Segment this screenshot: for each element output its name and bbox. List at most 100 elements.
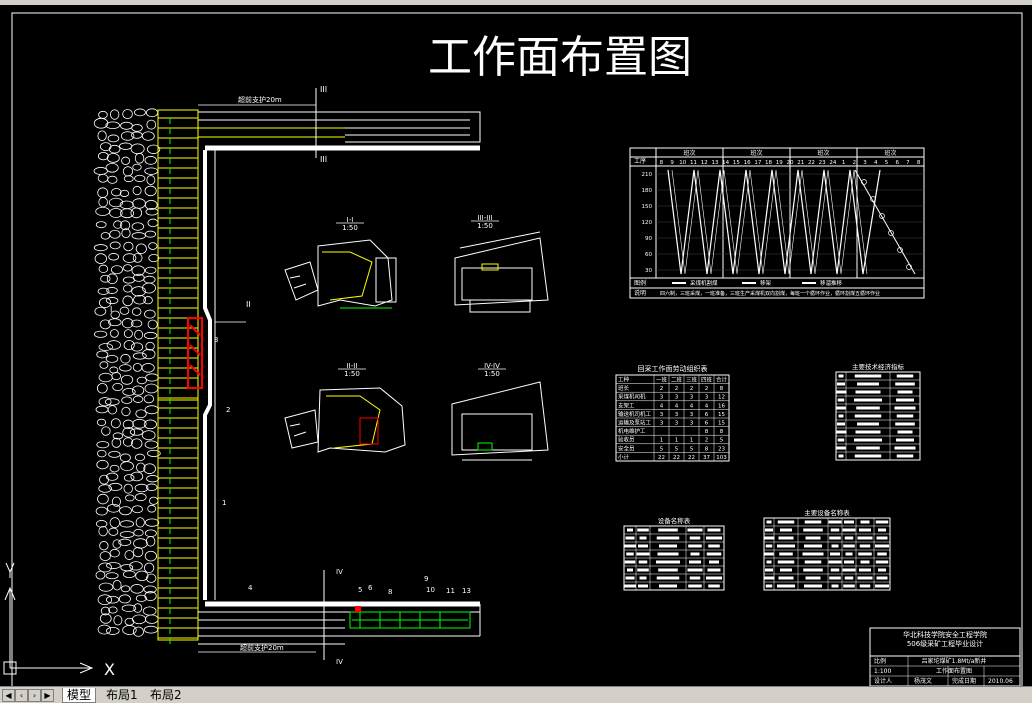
main-equip-table-cell-bar (877, 552, 887, 556)
rock-hatch (93, 108, 161, 637)
rock-pebble (106, 472, 119, 481)
rock-pebble (133, 294, 147, 305)
tech-table-cell-bar (854, 438, 882, 442)
prev-tab-button[interactable]: ‹ (15, 689, 28, 702)
labor-cell: 8 (705, 429, 709, 435)
next-tab-button[interactable]: › (28, 689, 41, 702)
cycle-hour-label: 3 (863, 160, 867, 166)
title-block-scale-value: 1:100 (874, 668, 891, 675)
rock-pebble (108, 318, 122, 327)
rock-pebble (109, 229, 121, 239)
rock-pebble (143, 463, 156, 474)
cycle-shift-label: 班次 (884, 149, 896, 157)
labor-cell: 6 (705, 412, 709, 418)
cycle-shift-label: 班次 (817, 149, 829, 157)
cycle-hour-label: 17 (754, 160, 761, 166)
equip-table-cell-bar (658, 568, 678, 572)
cycle-trace-secondary (671, 169, 868, 275)
drawing-canvas[interactable]: 工作面布置图 III III 超前支护20m IV IV 超前支护20 (0, 5, 1032, 686)
rock-pebble (112, 382, 124, 392)
rock-pebble (112, 579, 122, 591)
labor-cell: 22 (658, 455, 665, 461)
rock-pebble (145, 108, 159, 118)
rock-pebble (109, 207, 123, 218)
tech-table-cell-bar (854, 414, 882, 418)
tab-layout1[interactable]: 布局1 (106, 688, 138, 702)
cycle-hour-label: 10 (679, 160, 686, 166)
rock-pebble (97, 152, 109, 161)
rock-pebble (141, 430, 156, 441)
tech-table-cell-bar (838, 374, 844, 378)
rock-pebble (100, 274, 111, 283)
rock-pebble (146, 573, 157, 583)
rock-pebble (121, 228, 131, 239)
cycle-y-tick: 90 (645, 236, 652, 242)
rock-pebble (136, 462, 146, 473)
rock-pebble (98, 297, 112, 308)
rock-pebble (132, 418, 147, 429)
first-tab-button[interactable]: ◀ (2, 689, 15, 702)
last-tab-button[interactable]: ▶ (41, 689, 54, 702)
tech-table-cell-bar (894, 446, 916, 450)
window-top-strip (0, 0, 1032, 5)
rock-pebble (146, 144, 161, 154)
main-equip-table-cell-bar (804, 544, 822, 548)
equip-table-cell-bar (626, 552, 634, 556)
main-equip-table-cell-bar (828, 560, 842, 564)
main-equip-table-cell-bar (777, 544, 795, 548)
equip-table-cell-bar (658, 528, 678, 532)
equip-table-cell-bar (656, 576, 680, 580)
tech-table-cell-bar (896, 374, 914, 378)
rock-pebble (99, 474, 110, 485)
cycle-note-label: 说明 (634, 289, 646, 297)
title-block-design-label: 设计人 (874, 677, 892, 685)
layout-tab-bar: ◀ ‹ › ▶ 模型 布局1 布局2 (0, 686, 1032, 703)
cycle-shift-label: 班次 (750, 149, 762, 157)
rock-pebble (96, 383, 108, 394)
rock-pebble (93, 330, 108, 338)
main-equip-table-cell-bar (763, 536, 775, 540)
equip-table-cell-bar (624, 560, 636, 564)
rock-pebble (134, 108, 146, 117)
rock-pebble (149, 496, 159, 505)
rock-pebble (98, 484, 112, 493)
main-equip-table-cell-bar (764, 552, 774, 556)
tech-table-cell-bar (855, 430, 881, 434)
labor-cell: 3 (690, 421, 694, 427)
rock-pebble (143, 296, 153, 305)
rock-pebble (146, 119, 157, 130)
cycle-trace-repair (854, 169, 916, 275)
rock-pebble (95, 570, 106, 580)
rock-pebble (130, 342, 144, 352)
section-coal (284, 409, 319, 449)
rock-pebble (146, 475, 160, 483)
rock-pebble (107, 134, 120, 143)
rock-pebble (144, 562, 155, 574)
equip-table-cell-bar (690, 552, 700, 556)
section-i-drawing (284, 239, 397, 309)
rock-pebble (106, 287, 118, 294)
main-equip-table-cell-bar (875, 584, 889, 588)
tech-table-frame (835, 371, 921, 461)
labor-header-cell: 合计 (716, 376, 728, 384)
rock-pebble (105, 162, 119, 173)
main-equip-table-cell-bar (804, 560, 822, 564)
tab-layout2[interactable]: 布局2 (150, 688, 182, 702)
rock-pebble (148, 253, 160, 263)
main-equip-table-cell-bar (842, 528, 856, 532)
equip-table-cell-bar (627, 528, 633, 532)
labor-cell: 4 (705, 403, 709, 409)
rock-pebble (97, 449, 107, 458)
labor-cell: 103 (716, 455, 727, 461)
tab-model[interactable]: 模型 (62, 688, 97, 703)
rock-pebble (144, 309, 156, 319)
tech-table-cell-bar (896, 398, 914, 402)
labor-cell: 15 (718, 421, 725, 427)
rock-pebble (109, 548, 120, 558)
section-outline (454, 237, 549, 306)
main-equip-table-cell-bar (779, 552, 793, 556)
rock-pebble (107, 175, 118, 184)
rock-pebble (122, 166, 134, 177)
equip-table-cell-bar (656, 560, 680, 564)
section-ii-drawing (284, 387, 406, 453)
